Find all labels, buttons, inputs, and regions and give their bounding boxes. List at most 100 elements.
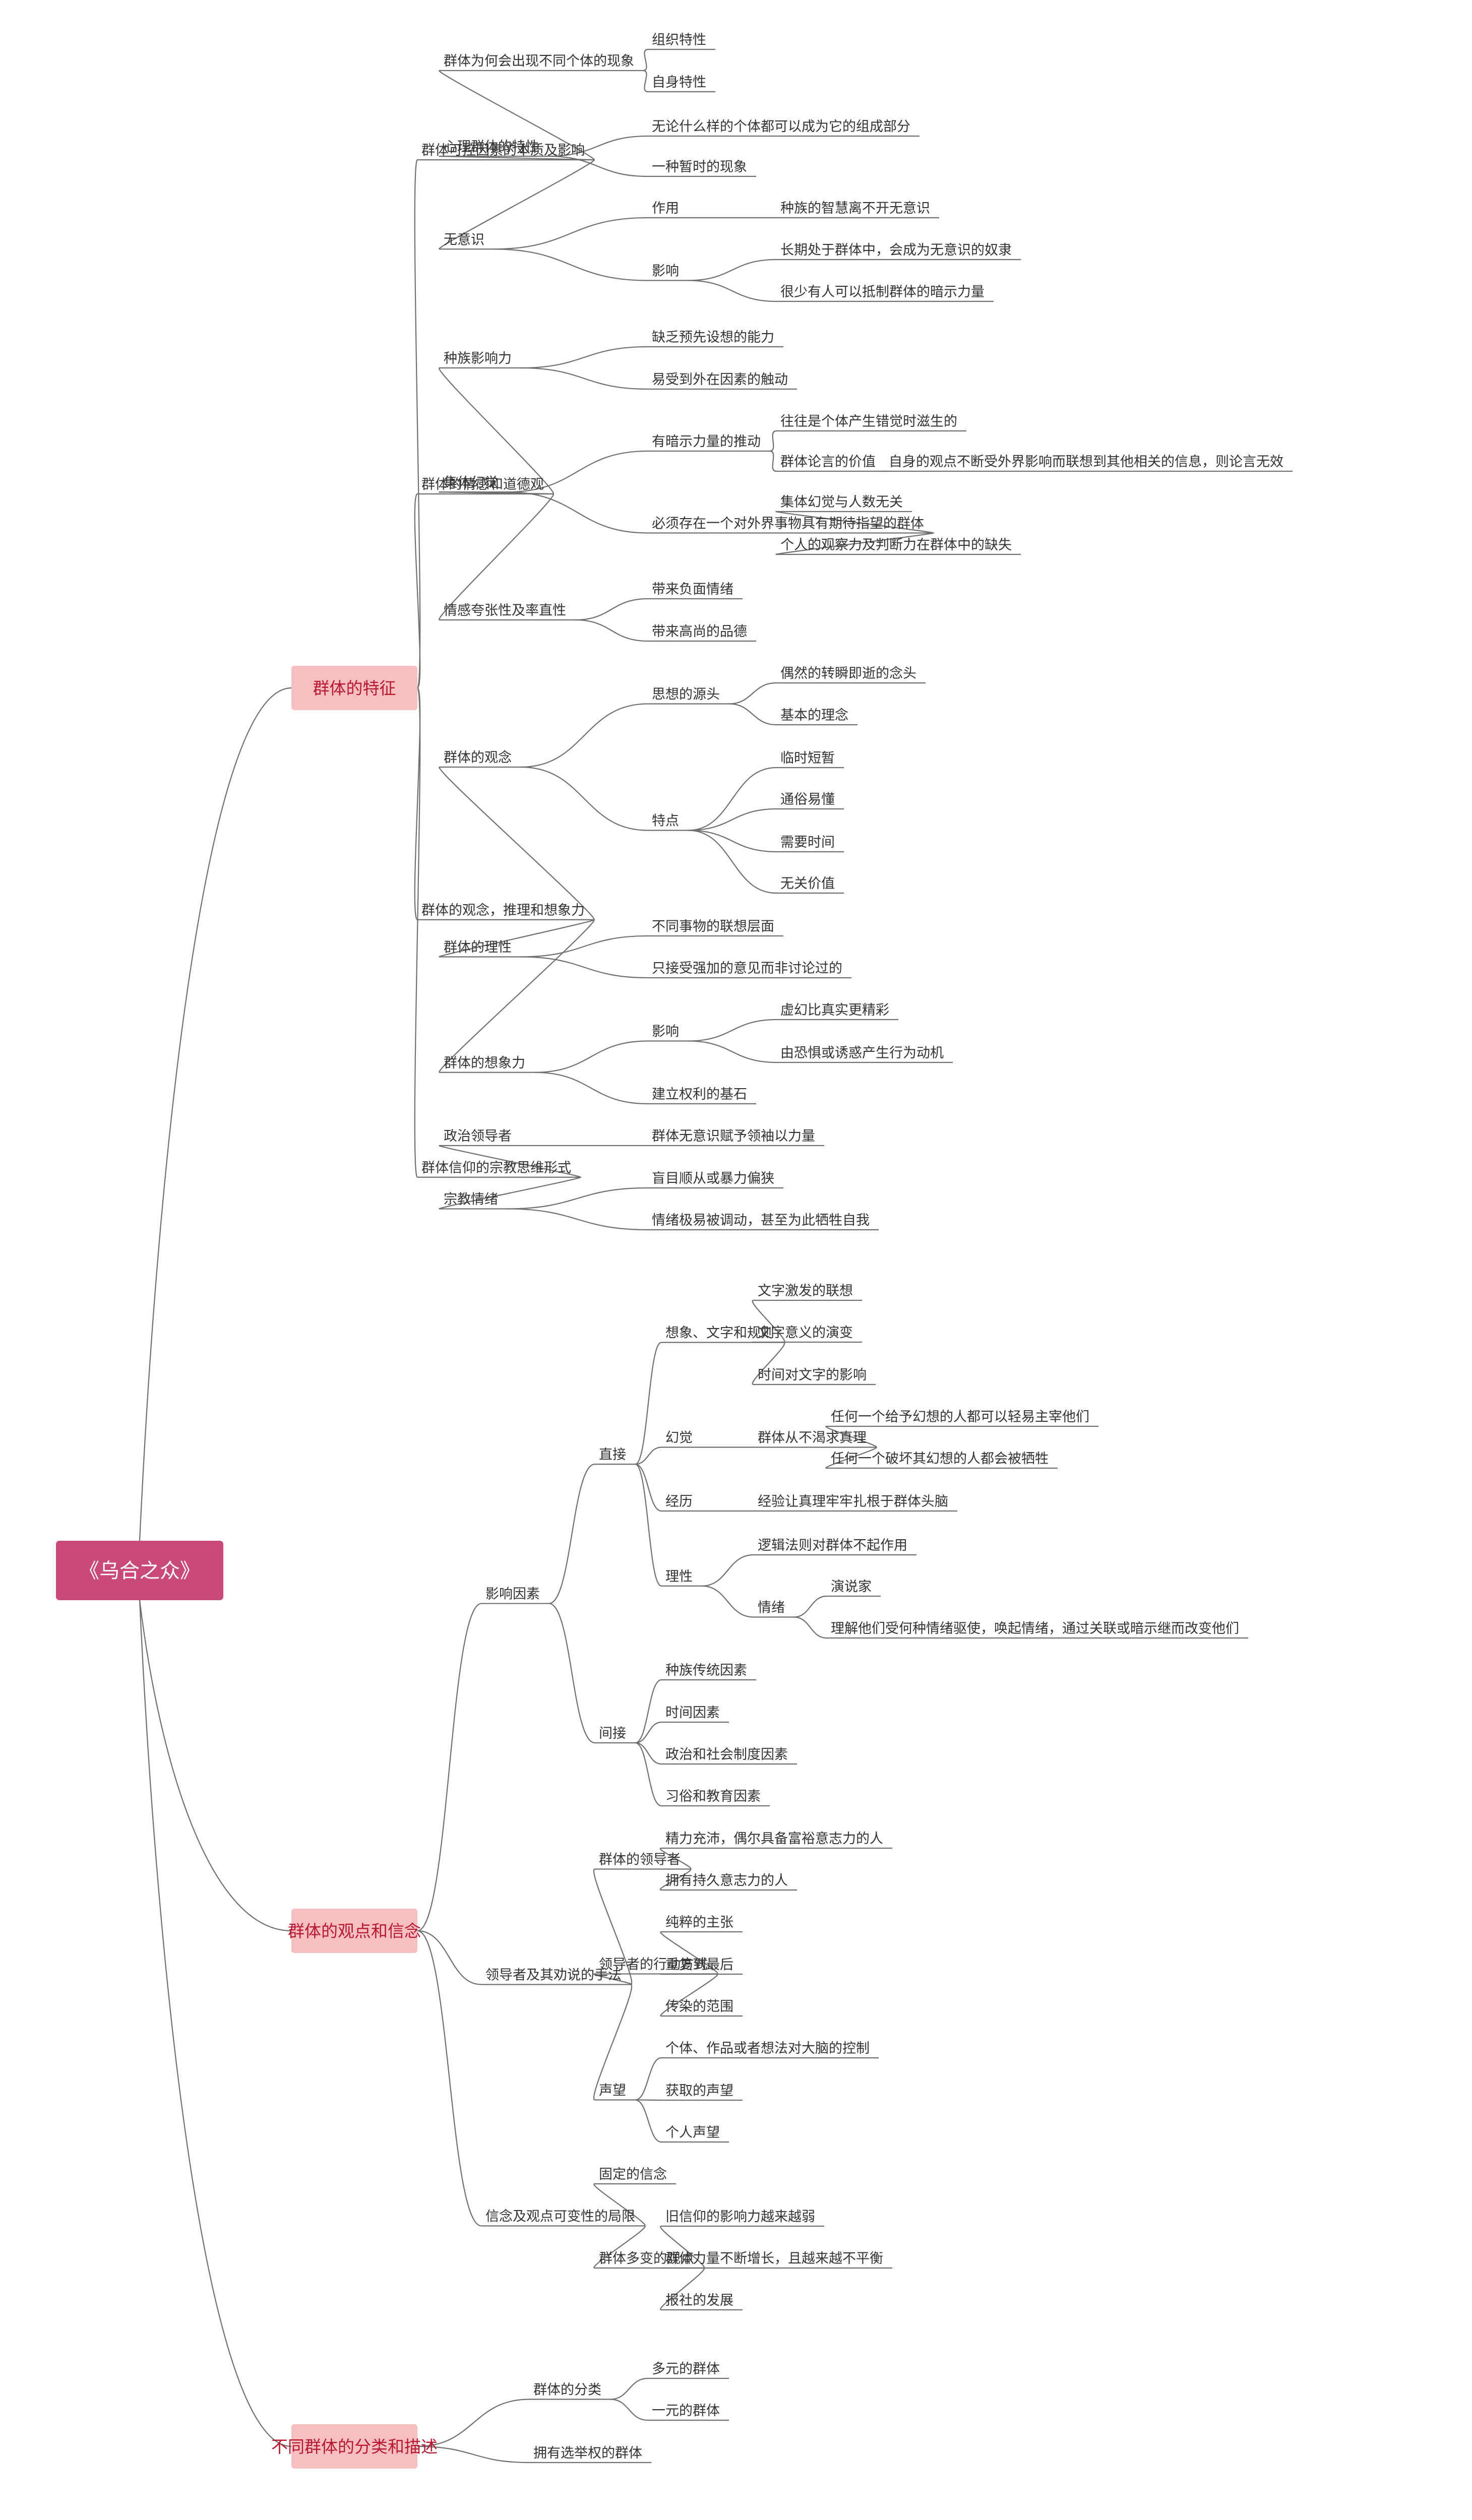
topic-node[interactable]: 组织特性	[652, 32, 706, 48]
topic-node[interactable]: 集体幻觉与人数无关	[780, 494, 903, 510]
topic-node[interactable]: 报社的发展	[665, 2293, 733, 2308]
topic-node[interactable]: 逻辑法则对群体不起作用	[758, 1538, 907, 1553]
topic-node[interactable]: 群体力量不断增长，且越来越不平衡	[665, 2251, 883, 2266]
topic-node[interactable]: 群体的理性	[444, 940, 512, 956]
topic-node[interactable]: 无关价值	[780, 876, 835, 892]
topic-node[interactable]: 精力充沛，偶尔具备富裕意志力的人	[665, 1831, 883, 1847]
topic-node[interactable]: 自身特性	[652, 75, 706, 90]
topic-node[interactable]: 任何一个给予幻想的人都可以轻易主宰他们	[831, 1409, 1089, 1425]
root-topic[interactable]: 《乌合之众》	[56, 1541, 223, 1600]
topic-node[interactable]: 盲目顺从或暴力偏狭	[652, 1171, 774, 1186]
topic-node[interactable]: 演说家	[831, 1579, 872, 1595]
topic-node[interactable]: 易受到外在因素的触动	[652, 372, 788, 388]
topic-node[interactable]: 种族影响力	[444, 351, 512, 366]
topic-node[interactable]: 一种暂时的现象	[652, 159, 747, 175]
topic-node[interactable]: 长期处于群体中，会成为无意识的奴隶	[780, 242, 1012, 258]
main-topic[interactable]: 不同群体的分类和描述	[271, 2424, 438, 2469]
topic-node[interactable]: 政治领导者	[444, 1128, 512, 1144]
topic-node[interactable]: 习俗和教育因素	[665, 1789, 761, 1804]
topic-node[interactable]: 群体的分类	[533, 2382, 601, 2398]
topic-node[interactable]: 旧信仰的影响力越来越弱	[665, 2209, 815, 2225]
topic-node[interactable]: 固定的信念	[599, 2167, 667, 2182]
topic-node[interactable]: 间接	[599, 1726, 626, 1741]
topic-node[interactable]: 群体的观念，推理和想象力	[421, 903, 585, 918]
topic-node[interactable]: 获取的声望	[665, 2083, 733, 2099]
main-topic[interactable]: 群体的特征	[291, 666, 417, 710]
topic-node[interactable]: 拥有选举权的群体	[533, 2445, 642, 2461]
topic-node[interactable]: 文字激发的联想	[758, 1283, 853, 1299]
topic-node[interactable]: 种族的智慧离不开无意识	[780, 201, 930, 216]
topic-node[interactable]: 文字意义的演变	[758, 1325, 853, 1341]
topic-node[interactable]: 由恐惧或诱惑产生行为动机	[780, 1045, 944, 1061]
topic-node[interactable]: 必须存在一个对外界事物具有期待指望的群体	[652, 516, 924, 532]
topic-node[interactable]: 影响因素	[485, 1587, 540, 1602]
topic-node[interactable]: 影响	[652, 1024, 679, 1040]
topic-node[interactable]: 直接	[599, 1447, 626, 1463]
topic-node[interactable]: 情感夸张性及率直性	[444, 603, 566, 618]
topic-node[interactable]: 有暗示力量的推动	[652, 434, 761, 450]
topic-node[interactable]: 多元的群体	[652, 2361, 720, 2377]
topic-node[interactable]: 只接受强加的意见而非讨论过的	[652, 961, 842, 976]
topic-node[interactable]: 宗教情绪	[444, 1192, 498, 1208]
topic-node[interactable]: 种族传统因素	[665, 1663, 747, 1678]
topic-node[interactable]: 集体幻觉	[444, 475, 498, 490]
topic-node[interactable]: 群体的领导者	[599, 1852, 681, 1868]
topic-node[interactable]: 需要时间	[780, 835, 835, 850]
topic-node[interactable]: 带来负面情绪	[652, 582, 733, 597]
topic-node[interactable]: 群体多变的观点	[599, 2251, 694, 2266]
topic-node[interactable]: 情绪	[758, 1600, 785, 1616]
topic-node[interactable]: 很少有人可以抵制群体的暗示力量	[780, 284, 985, 300]
topic-node[interactable]: 通俗易懂	[780, 792, 835, 807]
topic-node[interactable]: 理解他们受何种情绪驱使，唤起情绪，通过关联或暗示继而改变他们	[831, 1621, 1239, 1636]
topic-node[interactable]: 基本的理念	[780, 708, 848, 723]
topic-node[interactable]: 心理群体的特性	[444, 139, 539, 155]
topic-node[interactable]: 群体的想象力	[444, 1055, 525, 1071]
topic-node[interactable]: 特点	[652, 813, 679, 829]
topic-node[interactable]: 群体无意识赋予领袖以力量	[652, 1128, 815, 1144]
topic-node[interactable]: 时间因素	[665, 1705, 720, 1721]
topic-node[interactable]: 拥有持久意志力的人	[665, 1873, 788, 1888]
topic-node[interactable]: 领导者的行动方式	[599, 1957, 708, 1973]
topic-node[interactable]: 影响	[652, 264, 679, 279]
topic-node[interactable]: 作用	[652, 201, 679, 216]
topic-node[interactable]: 群体信仰的宗教思维形式	[421, 1160, 571, 1176]
topic-node[interactable]: 带来高尚的品德	[652, 624, 747, 640]
topic-node[interactable]: 经验让真理牢牢扎根于群体头脑	[758, 1494, 948, 1509]
topic-node[interactable]: 往往是个体产生错觉时滋生的	[780, 414, 957, 429]
topic-node[interactable]: 重复到最后	[665, 1957, 733, 1973]
topic-node[interactable]: 幻觉	[665, 1430, 693, 1446]
topic-node[interactable]: 思想的源头	[652, 687, 720, 703]
topic-node[interactable]: 群体论言的价值	[780, 454, 876, 470]
topic-node[interactable]: 政治和社会制度因素	[665, 1747, 788, 1762]
topic-node[interactable]: 传染的范围	[665, 1999, 733, 2014]
topic-node[interactable]: 一元的群体	[652, 2403, 720, 2419]
topic-node[interactable]: 经历	[665, 1494, 693, 1509]
topic-node[interactable]: 群体为何会出现不同个体的现象	[444, 53, 634, 69]
topic-node[interactable]: 声望	[599, 2083, 626, 2099]
topic-node[interactable]: 个人的观察力及判断力在群体中的缺失	[780, 537, 1012, 553]
topic-node[interactable]: 不同事物的联想层面	[652, 919, 774, 934]
topic-node[interactable]: 群体的观念	[444, 750, 512, 766]
topic-node[interactable]: 个体、作品或者想法对大脑的控制	[665, 2041, 870, 2056]
topic-node[interactable]: 群体的情感和道德观	[421, 477, 544, 492]
topic-node[interactable]: 缺乏预先设想的能力	[652, 330, 774, 345]
topic-node[interactable]: 信念及观点可变性的局限	[485, 2209, 635, 2225]
topic-node[interactable]: 偶然的转瞬即逝的念头	[780, 666, 916, 681]
topic-node[interactable]: 领导者及其劝说的手法	[485, 1968, 622, 1983]
topic-node[interactable]: 时间对文字的影响	[758, 1367, 867, 1383]
topic-node[interactable]: 无论什么样的个体都可以成为它的组成部分	[652, 119, 910, 135]
topic-node[interactable]: 虚幻比真实更精彩	[780, 1002, 889, 1018]
topic-node[interactable]: 建立权利的基石	[652, 1087, 747, 1102]
topic-node[interactable]: 理性	[665, 1569, 693, 1585]
topic-node[interactable]: 临时短暂	[780, 750, 835, 766]
topic-node[interactable]: 无意识	[444, 232, 484, 247]
topic-node[interactable]: 自身的观点不断受外界影响而联想到其他相关的信息，则论言无效	[889, 454, 1283, 470]
topic-node[interactable]: 个人声望	[665, 2125, 720, 2140]
topic-node[interactable]: 情绪极易被调动，甚至为此牺牲自我	[652, 1213, 870, 1228]
topic-node[interactable]: 群体从不渴求真理	[758, 1430, 867, 1446]
main-topic[interactable]: 群体的观点和信念	[288, 1909, 421, 1953]
topic-node[interactable]: 群体可控因素的本质及影响	[421, 143, 585, 158]
topic-node[interactable]: 任何一个破坏其幻想的人都会被牺牲	[831, 1451, 1049, 1467]
topic-node[interactable]: 想象、文字和规则	[665, 1326, 774, 1341]
topic-node[interactable]: 纯粹的主张	[665, 1915, 733, 1930]
